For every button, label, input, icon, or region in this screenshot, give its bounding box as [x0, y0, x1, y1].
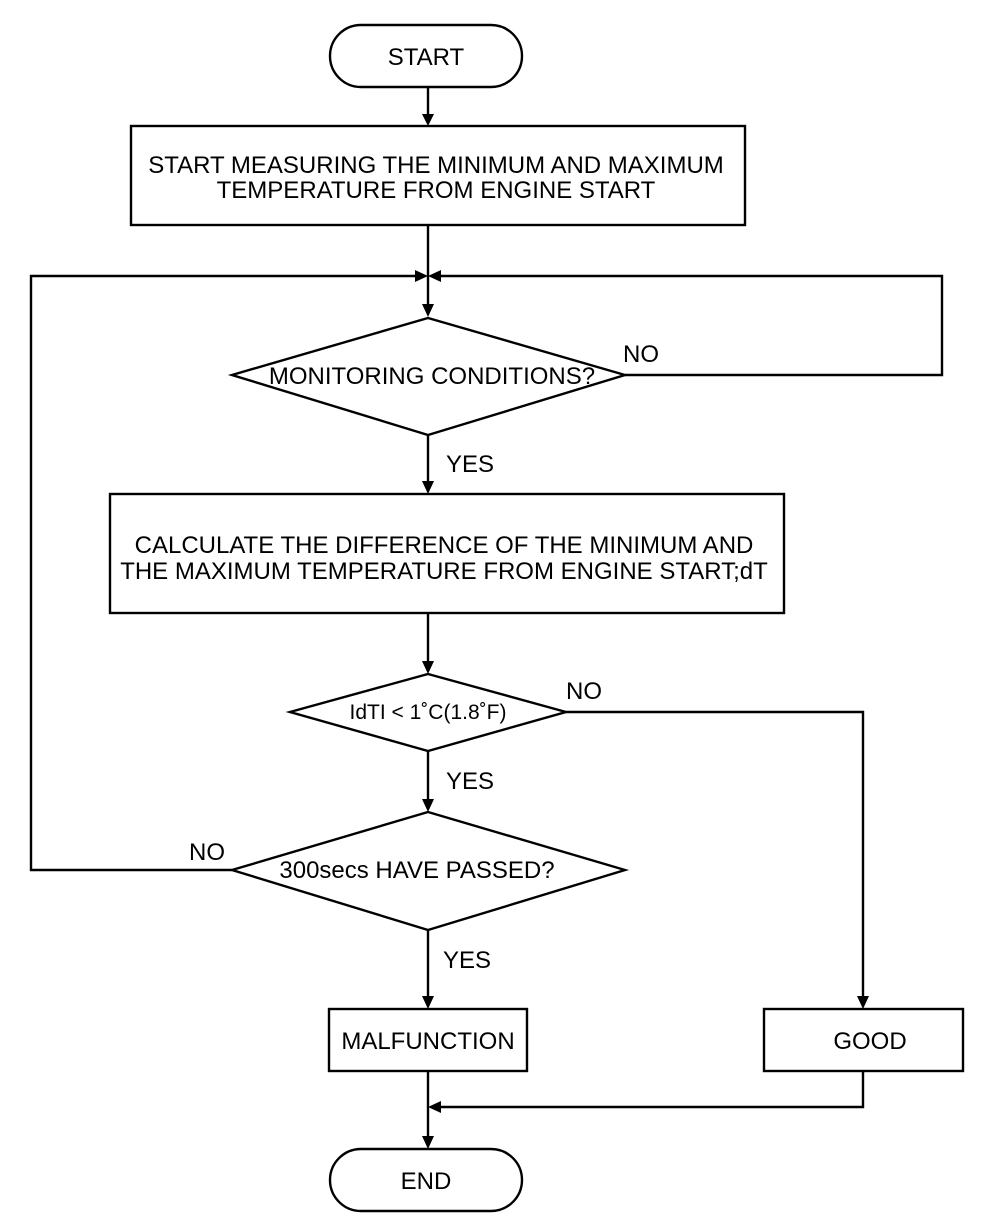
calculate-line2: THE MAXIMUM TEMPERATURE FROM ENGINE STAR…: [120, 558, 768, 585]
time-yes-label: YES: [443, 947, 491, 974]
connector-dt-time: [422, 751, 434, 812]
good-label: GOOD: [833, 1028, 906, 1055]
monitoring-yes-label: YES: [446, 451, 494, 478]
measure-process-box: START MEASURING THE MINIMUM AND MAXIMUM …: [129, 124, 747, 227]
calculate-line1: CALCULATE THE DIFFERENCE OF THE MINIMUM …: [135, 532, 754, 559]
connector-calculate-dt: [422, 613, 434, 674]
connector-to-end: [422, 1071, 865, 1149]
loop-time-no-return: [29, 270, 428, 872]
connector-monitoring-calculate: [422, 435, 434, 494]
dt-no-label: NO: [566, 678, 602, 705]
measure-line2: TEMPERATURE FROM ENGINE START: [217, 177, 656, 204]
good-box: GOOD: [762, 1007, 965, 1073]
start-terminal: START: [328, 23, 524, 89]
time-label: 300secs HAVE PASSED?: [279, 857, 554, 884]
connector-time-malfunction: [422, 930, 434, 1009]
time-decision: 300secs HAVE PASSED?: [227, 810, 630, 932]
connector-dt-good: [566, 710, 869, 1009]
connector-start-measure: [422, 87, 434, 126]
loop-monitoring-no-return: [428, 270, 944, 377]
connector-measure-monitoring: [422, 225, 434, 317]
start-label: START: [388, 44, 465, 71]
malfunction-label: MALFUNCTION: [341, 1028, 514, 1055]
monitoring-no-label: NO: [623, 341, 659, 368]
end-terminal: END: [328, 1147, 524, 1213]
dt-label: IdTI < 1˚C(1.8˚F): [350, 701, 507, 724]
monitoring-label: MONITORING CONDITIONS?: [269, 363, 595, 390]
calculate-process-box: CALCULATE THE DIFFERENCE OF THE MINIMUM …: [108, 492, 786, 615]
end-label: END: [401, 1168, 452, 1195]
dt-yes-label: YES: [446, 768, 494, 795]
malfunction-box: MALFUNCTION: [327, 1007, 529, 1073]
measure-line1: START MEASURING THE MINIMUM AND MAXIMUM: [148, 152, 724, 179]
dt-decision: IdTI < 1˚C(1.8˚F): [285, 672, 571, 753]
monitoring-decision: MONITORING CONDITIONS?: [227, 316, 630, 437]
time-no-label: NO: [189, 839, 225, 866]
